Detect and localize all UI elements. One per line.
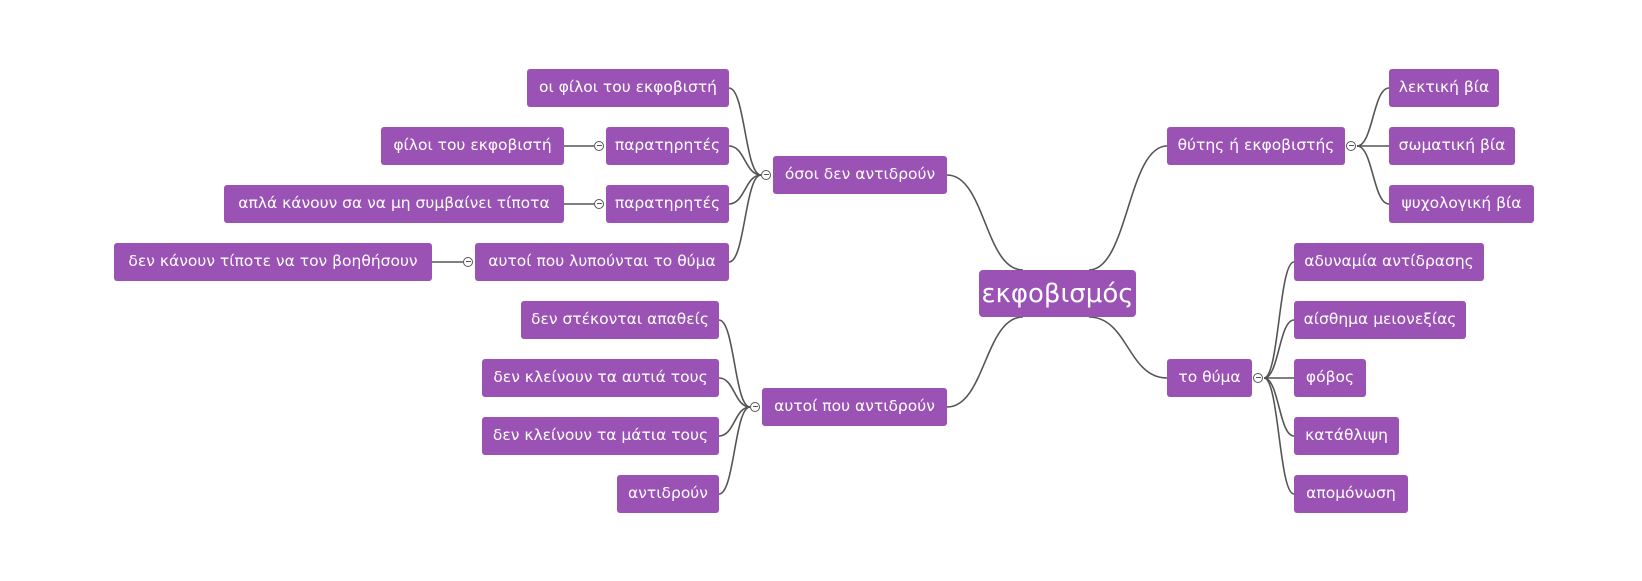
branch-link bbox=[1356, 145, 1390, 205]
collapse-toggle-pity[interactable] bbox=[463, 257, 473, 267]
root-link bbox=[946, 174, 1023, 271]
collapse-toggle-perpetrator[interactable] bbox=[1346, 141, 1356, 151]
subtopic-pity-victim[interactable]: αυτοί που λυπούνται το θύμα bbox=[475, 243, 729, 281]
branch-link bbox=[728, 87, 762, 176]
branch-link bbox=[728, 174, 762, 263]
collapse-toggle-react[interactable] bbox=[750, 402, 760, 412]
topic-those-who-react[interactable]: αυτοί που αντιδρούν bbox=[762, 388, 947, 426]
subtopic-isolation[interactable]: απομόνωση bbox=[1294, 475, 1408, 513]
branch-link bbox=[1263, 319, 1295, 379]
subtopic-psychological-violence[interactable]: ψυχολογική βία bbox=[1389, 185, 1534, 223]
collapse-toggle-victim[interactable] bbox=[1253, 373, 1263, 383]
subtopic-dont-close-eyes[interactable]: δεν κλείνουν τα μάτια τους bbox=[482, 417, 719, 455]
branch-link bbox=[718, 406, 751, 495]
subtopic-physical-violence[interactable]: σωματική βία bbox=[1389, 127, 1515, 165]
branch-link bbox=[1263, 261, 1295, 379]
root-link bbox=[1088, 316, 1168, 379]
branch-link bbox=[1263, 377, 1295, 495]
subtopic-react[interactable]: αντιδρούν bbox=[617, 475, 719, 513]
subtopic-inability-to-react[interactable]: αδυναμία αντίδρασης bbox=[1294, 243, 1484, 281]
subtopic-inferiority[interactable]: αίσθημα μειονεξίας bbox=[1294, 301, 1466, 339]
subtopic-verbal-violence[interactable]: λεκτική βία bbox=[1389, 69, 1499, 107]
topic-those-who-dont-react[interactable]: όσοι δεν αντιδρούν bbox=[773, 156, 947, 194]
collapse-toggle-observers-1[interactable] bbox=[594, 141, 604, 151]
branch-link bbox=[718, 319, 751, 408]
subtopic-observers-1[interactable]: παρατηρητές bbox=[606, 127, 729, 165]
branch-link bbox=[1263, 377, 1295, 437]
collapse-toggle-dont-react[interactable] bbox=[761, 170, 771, 180]
subtopic-bully-friends[interactable]: οι φίλοι του εκφοβιστή bbox=[527, 69, 729, 107]
subtopic-not-apathetic[interactable]: δεν στέκονται απαθείς bbox=[521, 301, 719, 339]
subtopic-dont-help[interactable]: δεν κάνουν τίποτε να τον βοηθήσουν bbox=[114, 243, 432, 281]
root-topic[interactable]: εκφοβισμός bbox=[979, 270, 1136, 317]
collapse-toggle-observers-2[interactable] bbox=[594, 199, 604, 209]
subtopic-depression[interactable]: κατάθλιψη bbox=[1294, 417, 1399, 455]
subtopic-friends-of-bully[interactable]: φίλοι του εκφοβιστή bbox=[381, 127, 564, 165]
subtopic-pretend-nothing[interactable]: απλά κάνουν σα να μη συμβαίνει τίποτα bbox=[224, 185, 564, 223]
root-link bbox=[1088, 145, 1168, 271]
branch-link bbox=[718, 377, 751, 408]
subtopic-dont-close-ears[interactable]: δεν κλείνουν τα αυτιά τους bbox=[482, 359, 719, 397]
subtopic-fear[interactable]: φόβος bbox=[1294, 359, 1366, 397]
branch-link bbox=[1356, 87, 1390, 147]
subtopic-observers-2[interactable]: παρατηρητές bbox=[606, 185, 729, 223]
topic-perpetrator[interactable]: θύτης ή εκφοβιστής bbox=[1167, 127, 1345, 165]
root-link bbox=[946, 316, 1023, 408]
branch-link bbox=[728, 145, 762, 176]
topic-victim[interactable]: το θύμα bbox=[1167, 359, 1252, 397]
